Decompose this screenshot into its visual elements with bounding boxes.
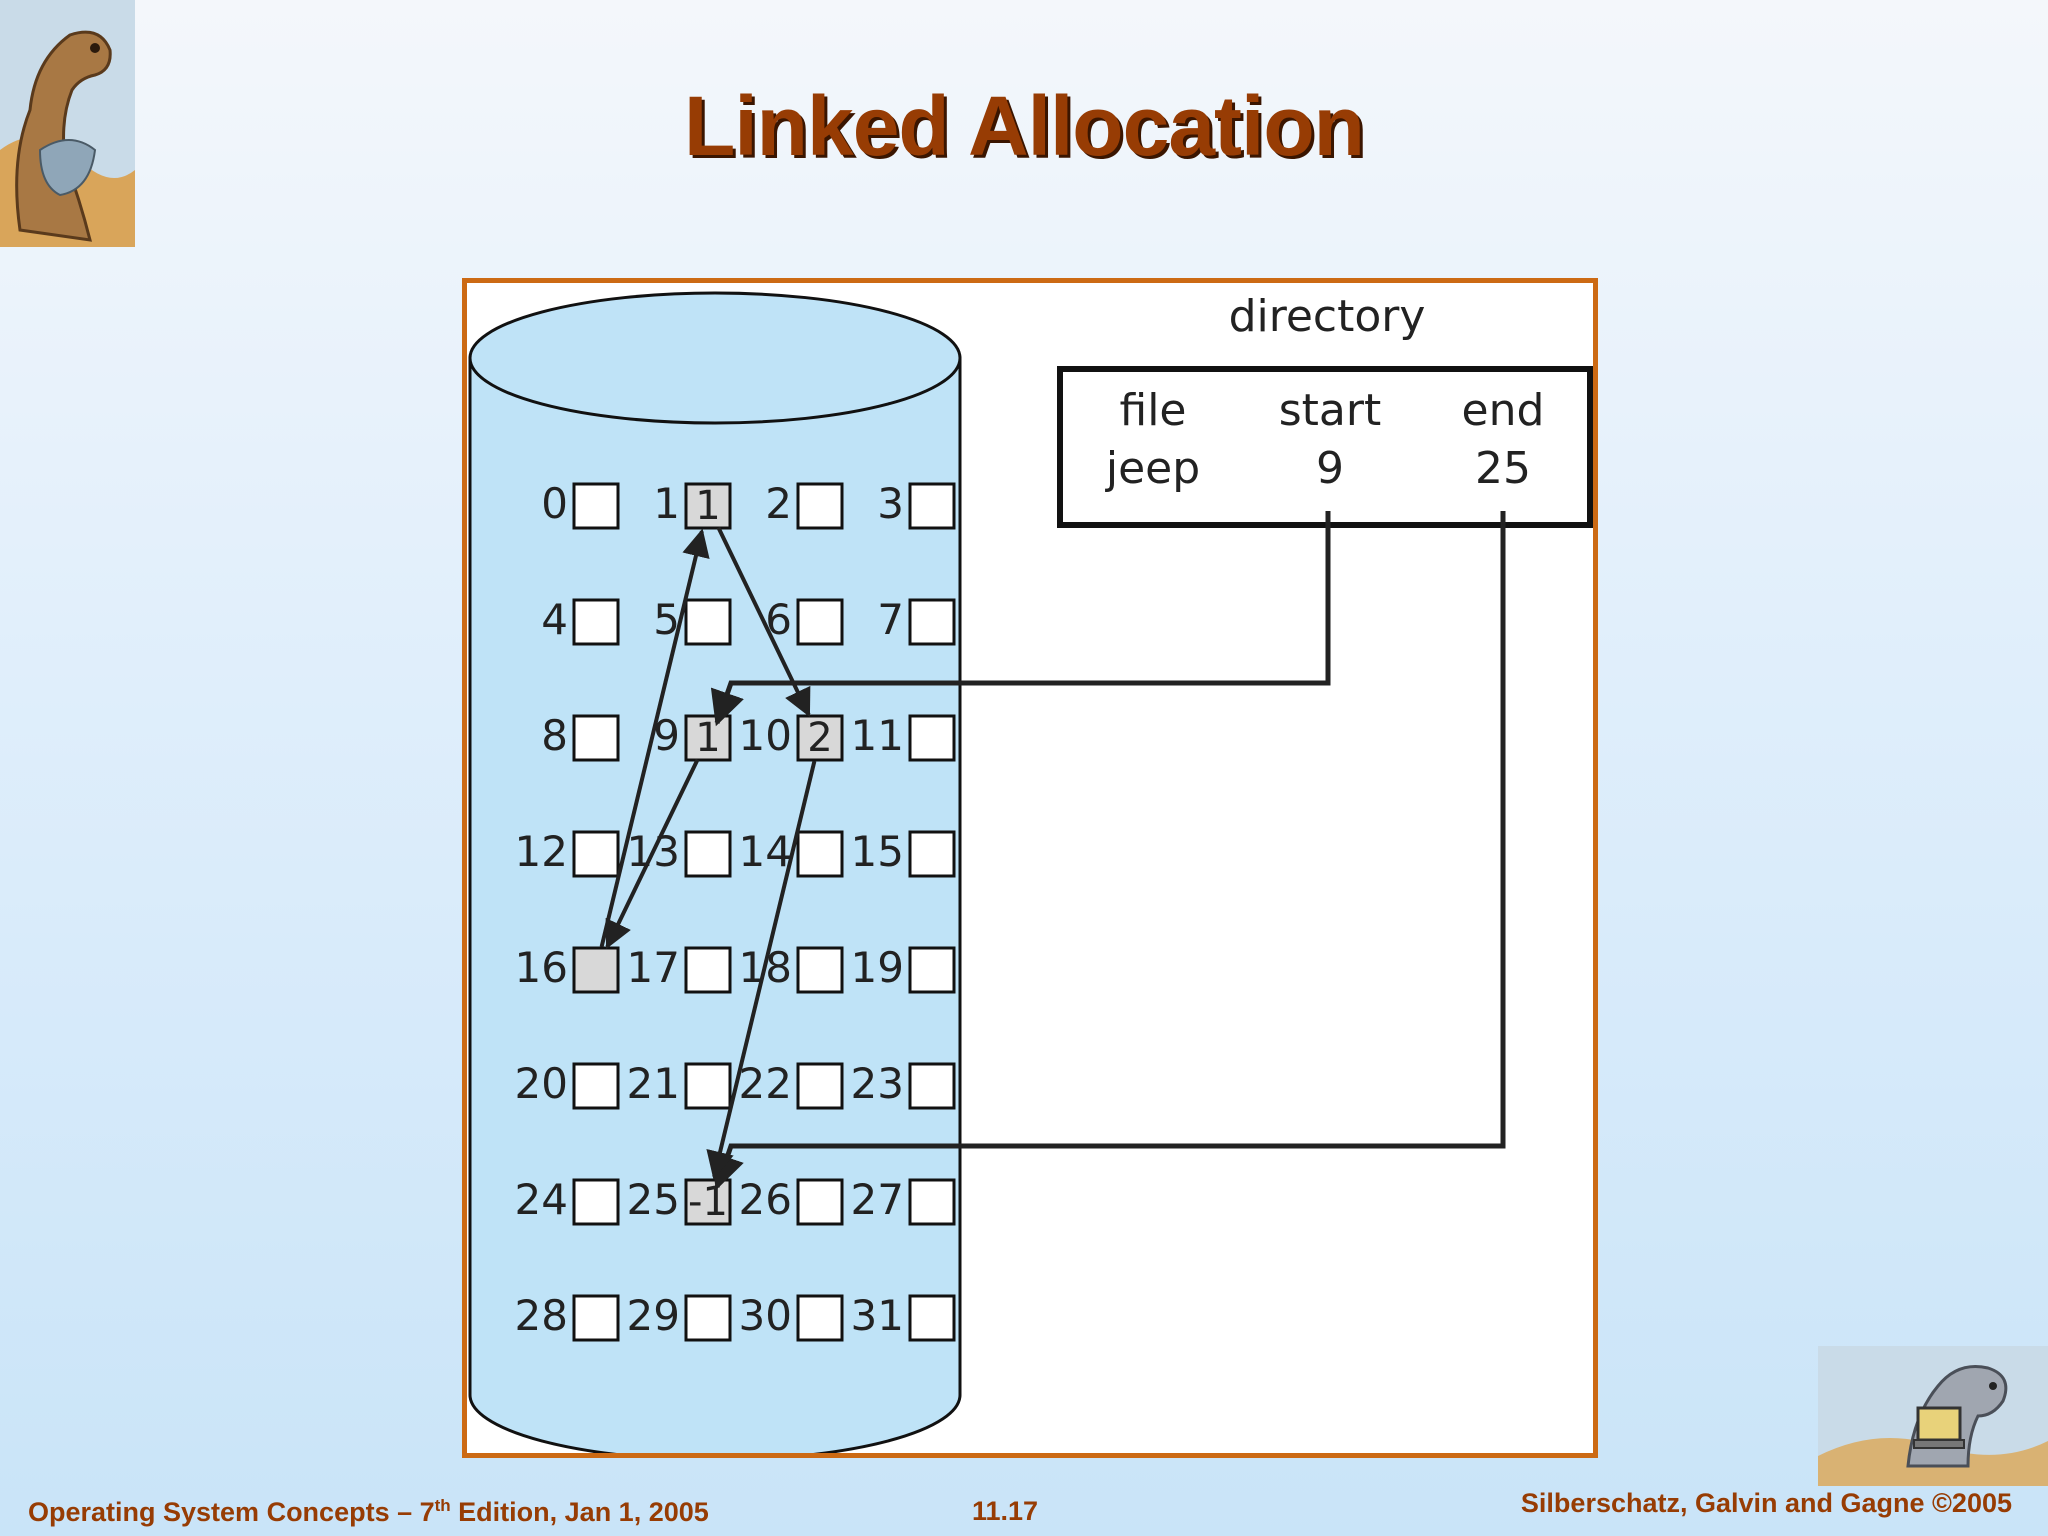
block-number-label: 29 (627, 1291, 680, 1340)
chain-arrow (716, 526, 811, 718)
chain-arrow (706, 760, 817, 1180)
free-disk-block (908, 1178, 956, 1226)
free-disk-block (572, 1062, 620, 1110)
free-disk-block (908, 830, 956, 878)
block-number-label: 22 (739, 1059, 792, 1108)
directory-header-end: end (1462, 385, 1545, 436)
free-disk-block (796, 946, 844, 994)
block-number-label: 26 (739, 1175, 792, 1224)
free-disk-block (908, 1062, 956, 1110)
free-disk-block (572, 830, 620, 878)
block-number-label: 15 (851, 827, 904, 876)
block-number-label: 16 (515, 943, 568, 992)
diagram-panel: 0112345678911021112131415161718192021222… (462, 278, 1598, 1458)
start-pointer-line (710, 511, 1331, 727)
free-disk-block (796, 482, 844, 530)
free-disk-block (796, 598, 844, 646)
block-number-label: 7 (877, 595, 904, 644)
free-disk-block (908, 598, 956, 646)
directory-label: directory (1229, 291, 1426, 342)
free-disk-block (572, 1178, 620, 1226)
block-number-label: 28 (515, 1291, 568, 1340)
block-number-label: 25 (627, 1175, 680, 1224)
block-number-label: 17 (627, 943, 680, 992)
footer-book-title: Operating System Concepts – 7th Edition,… (28, 1496, 709, 1527)
block-number-label: 31 (851, 1291, 904, 1340)
block-number-label: 4 (541, 595, 568, 644)
dinosaur-computer-logo-icon (1818, 1346, 2048, 1486)
block-pointer-value: 1 (695, 483, 720, 529)
free-disk-block (684, 830, 732, 878)
block-number-label: 0 (541, 479, 568, 528)
used-disk-block (684, 482, 732, 530)
free-disk-block (908, 714, 956, 762)
block-number-label: 14 (739, 827, 792, 876)
free-disk-block (684, 1062, 732, 1110)
free-disk-block (572, 482, 620, 530)
block-number-label: 23 (851, 1059, 904, 1108)
block-number-label: 11 (851, 711, 904, 760)
free-disk-block (684, 946, 732, 994)
directory-header-start: start (1279, 385, 1381, 436)
block-number-label: 10 (739, 711, 792, 760)
used-disk-block (796, 714, 844, 762)
linked-allocation-diagram: 0112345678911021112131415161718192021222… (468, 291, 1593, 1453)
block-number-label: 2 (765, 479, 792, 528)
free-disk-block (684, 598, 732, 646)
chain-arrow (605, 758, 700, 950)
block-number-label: 20 (515, 1059, 568, 1108)
free-disk-block (684, 1294, 732, 1342)
slide-title: Linked Allocation (684, 79, 1365, 173)
footer-authors: Silberschatz, Galvin and Gagne ©2005 (1520, 1488, 2012, 1518)
free-disk-block (796, 830, 844, 878)
block-number-label: 19 (851, 943, 904, 992)
directory-file-value: jeep (1105, 443, 1200, 494)
free-disk-block (796, 1294, 844, 1342)
block-number-label: 27 (851, 1175, 904, 1224)
free-disk-block (908, 482, 956, 530)
free-disk-block (572, 598, 620, 646)
block-number-label: 3 (877, 479, 904, 528)
dinosaur-logo-icon (0, 0, 135, 247)
directory-header-file: file (1119, 385, 1186, 436)
block-number-label: 8 (541, 711, 568, 760)
free-disk-block (908, 1294, 956, 1342)
block-number-label: 12 (515, 827, 568, 876)
free-disk-block (796, 1062, 844, 1110)
block-number-label: 1 (653, 479, 680, 528)
free-disk-block (572, 714, 620, 762)
block-number-label: 30 (739, 1291, 792, 1340)
block-pointer-value: 2 (807, 715, 832, 761)
directory-end-value: 25 (1475, 443, 1531, 494)
free-disk-block (572, 1294, 620, 1342)
directory-start-value: 9 (1316, 443, 1344, 494)
block-number-label: 21 (627, 1059, 680, 1108)
free-disk-block (908, 946, 956, 994)
block-number-label: 24 (515, 1175, 568, 1224)
footer-page-number: 11.17 (972, 1496, 1039, 1526)
free-disk-block (796, 1178, 844, 1226)
directory-table: directory file start end jeep 9 25 (1057, 291, 1593, 528)
chain-arrow (599, 528, 710, 948)
block-pointer-value: -1 (688, 1179, 728, 1225)
used-disk-block (572, 946, 620, 994)
